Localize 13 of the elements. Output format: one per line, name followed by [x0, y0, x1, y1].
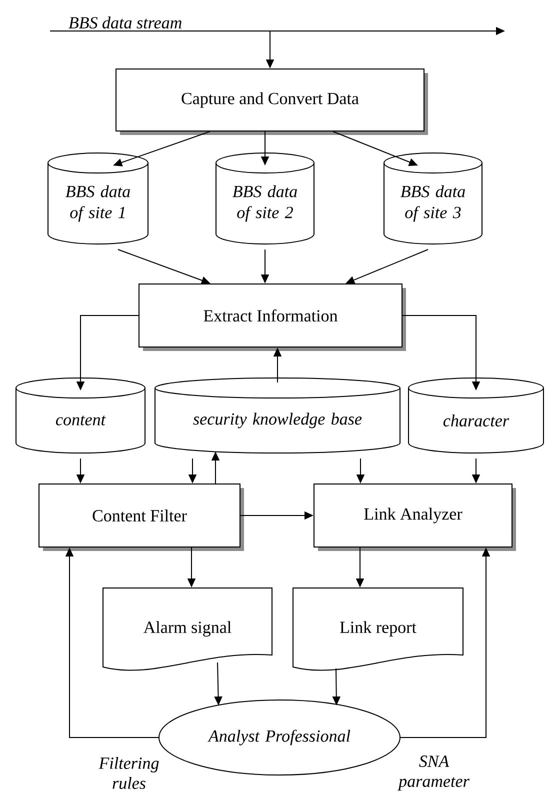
database-cylinder: content — [16, 378, 146, 454]
process-box: Extract Information — [138, 284, 406, 351]
database-cylinder: BBS data of site 2 — [216, 152, 314, 244]
process-box: Content Filter — [38, 484, 244, 551]
process-box: Capture and Convert Data — [116, 68, 428, 135]
database-cylinder: BBS data of site 1 — [48, 152, 148, 244]
edge-label: SNA parameter — [398, 756, 470, 790]
database-cylinder: security knowledge base — [154, 378, 400, 454]
database-cylinder: character — [408, 378, 544, 454]
database-cylinder: BBS data of site 3 — [384, 152, 482, 244]
edge-label: Filtering rules — [98, 757, 159, 789]
stream-label: BBS data stream — [68, 16, 182, 28]
process-box: Link Analyzer — [314, 484, 516, 551]
